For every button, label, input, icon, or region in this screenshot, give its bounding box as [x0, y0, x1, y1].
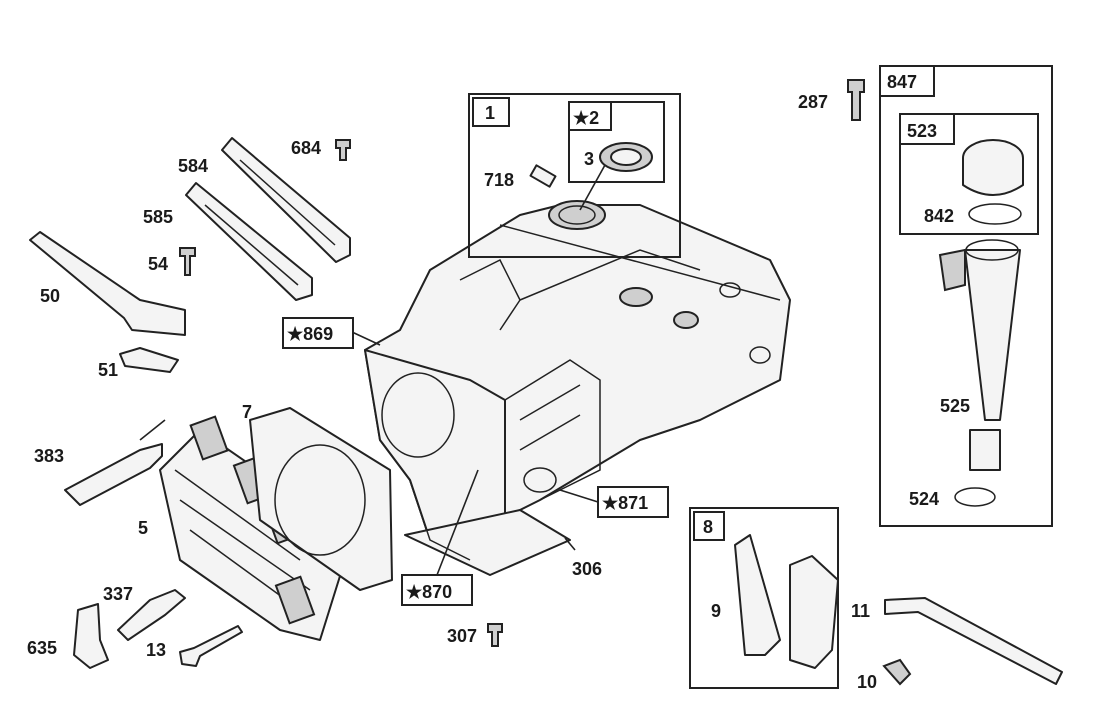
gasket-51 [119, 347, 179, 373]
label-684: 684 [291, 138, 321, 158]
label-7: 7 [242, 402, 252, 422]
screw-307 [487, 623, 503, 647]
label-584: 584 [178, 156, 208, 176]
label-1: 1 [485, 103, 495, 123]
tool-383 [64, 443, 163, 506]
label-54: 54 [148, 254, 168, 274]
label-869: ★869 [287, 324, 333, 344]
screw-10 [882, 658, 912, 686]
label-box-869 [282, 317, 354, 349]
pin-718 [529, 164, 557, 188]
label-8: 8 [703, 517, 713, 537]
label-50: 50 [40, 286, 60, 306]
label-13: 13 [146, 640, 166, 660]
group-box-2 [568, 101, 665, 183]
label-635: 635 [27, 638, 57, 658]
label-2: ★2 [573, 108, 599, 128]
label-585: 585 [143, 207, 173, 227]
label-306: 306 [572, 559, 602, 579]
tube-50 [29, 231, 186, 336]
screw-684 [335, 139, 351, 161]
screw-54 [179, 247, 196, 276]
label-box-870 [401, 574, 473, 606]
group-box-847 [879, 65, 1053, 527]
spark-plug-337 [117, 589, 186, 641]
tube-11 [884, 597, 1063, 685]
group-box-1 [468, 93, 681, 258]
label-307: 307 [447, 626, 477, 646]
label-337: 337 [103, 584, 133, 604]
gasket-9 [734, 534, 781, 656]
label-870: ★870 [406, 582, 452, 602]
label-11: 11 [851, 601, 870, 621]
boot-635 [73, 603, 109, 669]
label-5: 5 [138, 518, 148, 538]
label-10: 10 [857, 672, 877, 692]
bolt-13 [179, 625, 243, 667]
label-842: 842 [924, 206, 954, 226]
screw-287 [847, 79, 865, 121]
gasket-584 [221, 137, 351, 263]
gasket-7 [249, 407, 393, 591]
label-287: 287 [798, 92, 828, 112]
o-ring-524 [954, 487, 996, 507]
label-3: 3 [584, 149, 594, 169]
label-525: 525 [940, 396, 970, 416]
label-51: 51 [98, 360, 118, 380]
breather-cover [789, 555, 839, 669]
label-9: 9 [711, 601, 721, 621]
label-524: 524 [909, 489, 939, 509]
group-box-8 [689, 507, 839, 689]
group-box-523 [899, 113, 1039, 235]
label-847: 847 [887, 72, 917, 92]
label-718: 718 [484, 170, 514, 190]
label-871: ★871 [602, 493, 648, 513]
label-523: 523 [907, 121, 937, 141]
label-383: 383 [34, 446, 64, 466]
tube-525 [964, 249, 1021, 421]
o-ring-842 [968, 203, 1022, 225]
